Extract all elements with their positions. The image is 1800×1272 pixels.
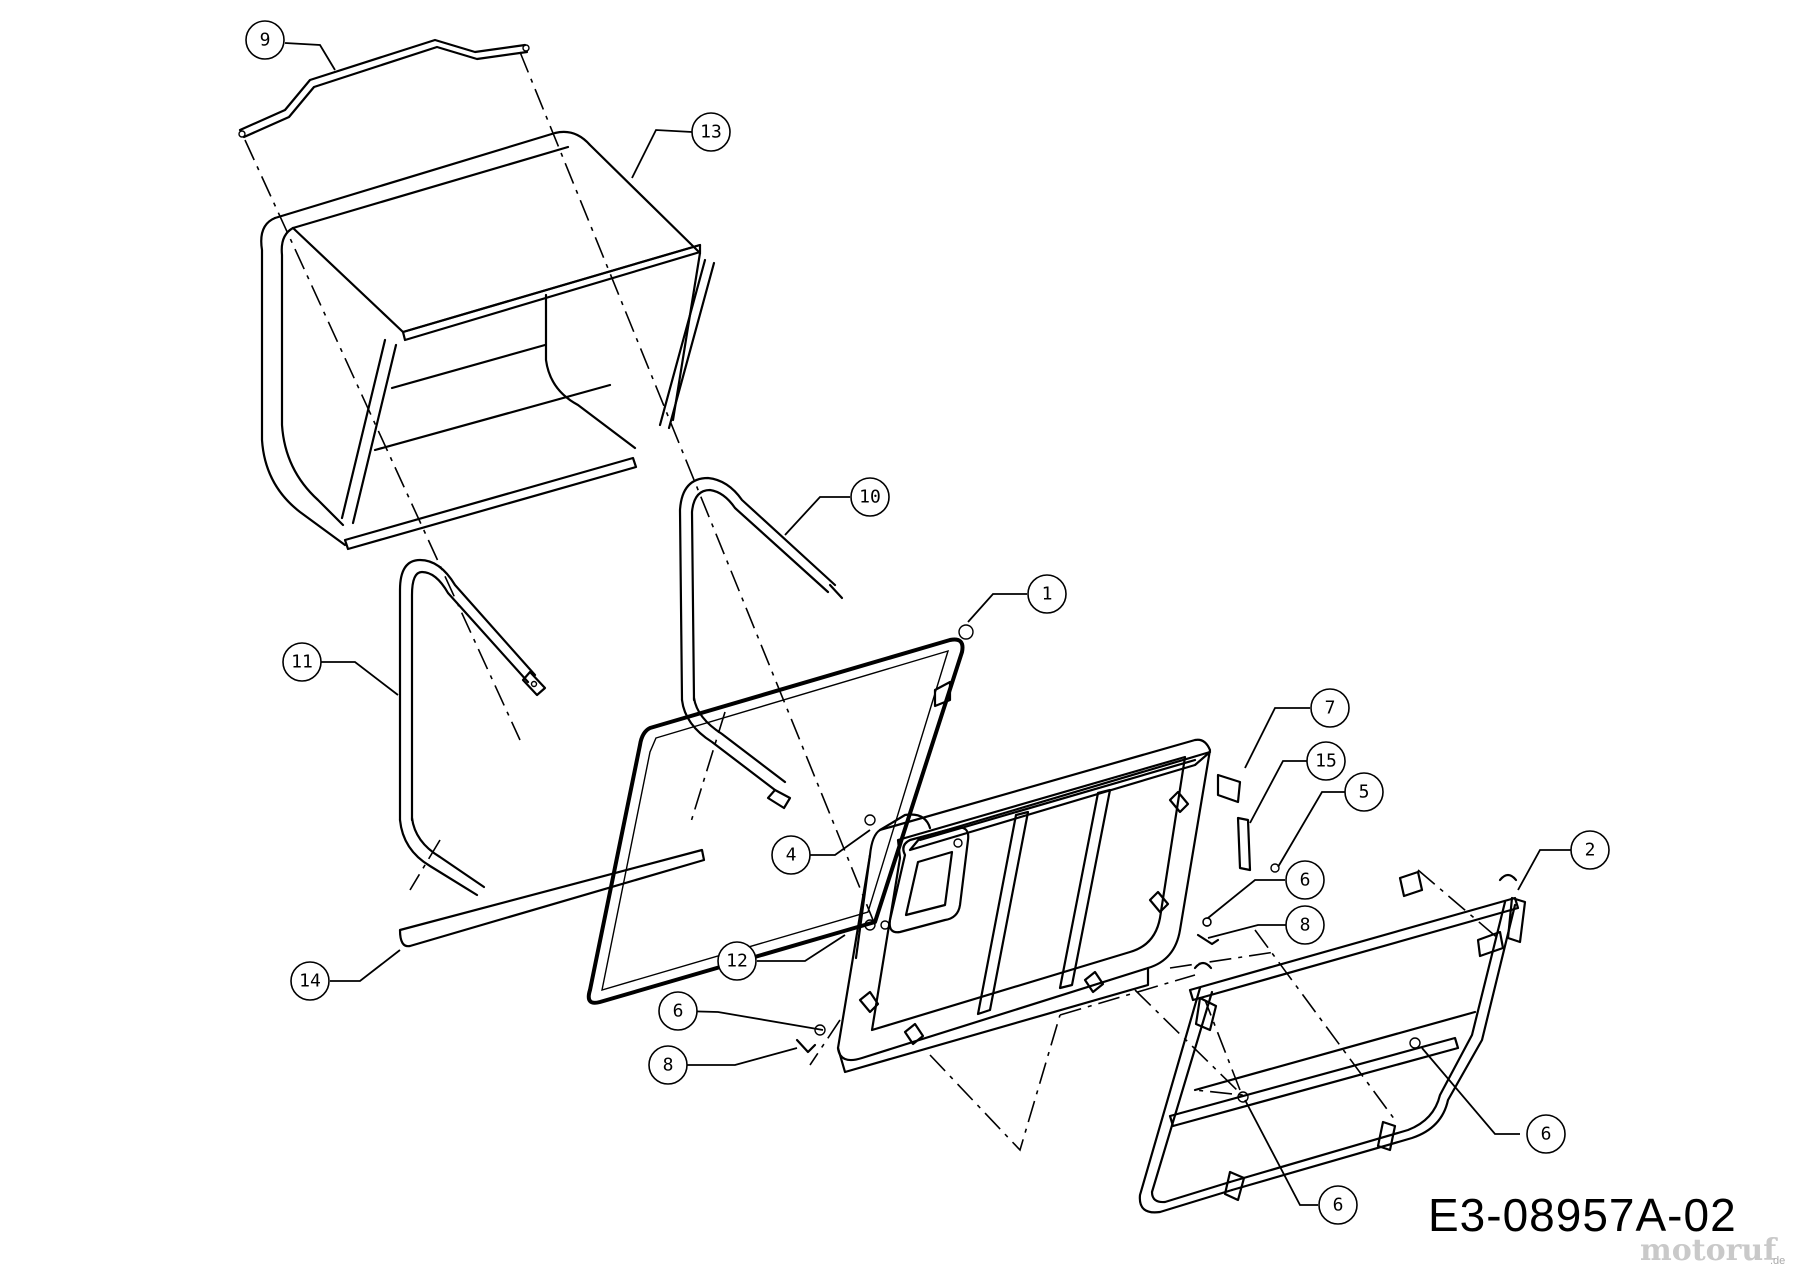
- callout-2: 2: [1570, 830, 1610, 870]
- svg-text:15: 15: [1315, 751, 1337, 772]
- svg-text:7: 7: [1325, 698, 1336, 719]
- svg-text:4: 4: [786, 845, 797, 866]
- callout-13: 13: [691, 112, 731, 152]
- part-6-8-hardware: [795, 917, 1212, 1054]
- svg-text:6: 6: [1541, 1124, 1552, 1145]
- callout-1: 1: [1027, 574, 1067, 614]
- callout-6-bottom: 6: [1318, 1185, 1358, 1225]
- part-13-catcher-bag: [260, 130, 716, 551]
- svg-text:8: 8: [1300, 915, 1311, 936]
- callout-14: 14: [290, 961, 330, 1001]
- drawing-number: E3-08957A-02: [1428, 1189, 1737, 1241]
- callout-6-right: 6: [1526, 1114, 1566, 1154]
- callout-11: 11: [282, 642, 322, 682]
- part-12-door-panel: [836, 738, 1212, 1074]
- part-2-lower-frame: [1138, 870, 1527, 1214]
- svg-text:5: 5: [1359, 782, 1370, 803]
- callout-9: 9: [245, 20, 285, 60]
- part-11-left-frame: [398, 558, 547, 897]
- svg-text:2: 2: [1585, 840, 1596, 861]
- callout-5: 5: [1344, 772, 1384, 812]
- svg-text:12: 12: [726, 951, 748, 972]
- callout-4: 4: [771, 835, 811, 875]
- watermark-suffix: .de: [1770, 1255, 1786, 1267]
- part-10-right-frame: [678, 476, 844, 810]
- callout-8-middle: 8: [1285, 905, 1325, 945]
- callout-leaders: [284, 42, 1571, 1206]
- callout-10: 10: [850, 477, 890, 517]
- assembly-centerlines: [244, 51, 1501, 1152]
- part-9-top-rod: [238, 38, 530, 139]
- part-14-bottom-bar: [398, 848, 706, 948]
- callout-6-middle: 6: [1285, 860, 1325, 900]
- svg-text:9: 9: [260, 30, 271, 51]
- svg-text:10: 10: [859, 487, 881, 508]
- callout-8-left: 8: [648, 1045, 688, 1085]
- watermark-logo: motoruf: [1640, 1233, 1777, 1268]
- callout-7: 7: [1310, 688, 1350, 728]
- svg-text:11: 11: [291, 652, 313, 673]
- svg-text:6: 6: [673, 1001, 684, 1022]
- svg-text:6: 6: [1300, 870, 1311, 891]
- svg-text:1: 1: [1042, 584, 1053, 605]
- svg-text:8: 8: [663, 1055, 674, 1076]
- svg-text:14: 14: [299, 971, 321, 992]
- svg-text:13: 13: [700, 122, 722, 143]
- svg-text:6: 6: [1333, 1195, 1344, 1216]
- callout-15: 15: [1306, 741, 1346, 781]
- callout-12: 12: [717, 941, 757, 981]
- callout-6-left: 6: [658, 991, 698, 1031]
